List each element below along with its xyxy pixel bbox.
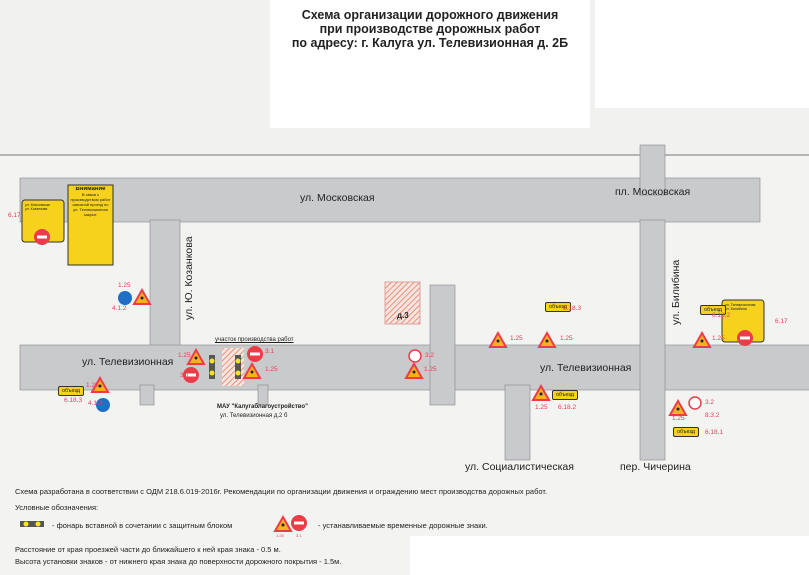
- no-traffic-sign-icon: [688, 396, 702, 410]
- sign-code: 1.25: [535, 404, 548, 411]
- legend-no-entry-icon: [291, 515, 307, 531]
- organization-address: ул. Телевизионная д.2 б: [220, 413, 288, 419]
- sign-code: 3.2: [705, 399, 715, 406]
- sign-code: 1.25: [672, 415, 685, 422]
- work-zone-label: участок производства работ: [215, 337, 294, 343]
- lamp-icon: [209, 355, 215, 379]
- distance-note: Расстояние от края проезжей части до бли…: [15, 545, 281, 554]
- detour-sign: объезд: [552, 390, 579, 400]
- notice-sign-text: Внимание В связи с производством работ с…: [70, 187, 111, 263]
- title-line-2: при производстве дорожных работ: [319, 22, 541, 36]
- scheme-right-code: 6.17: [775, 318, 788, 325]
- sign-code: 1.25: [178, 352, 191, 359]
- sign-code: 1.25: [424, 366, 437, 373]
- standard-note: Схема разработана в соответствии с ОДМ 2…: [15, 487, 548, 496]
- street-label-kozankova: ул. Ю. Козанкова: [183, 236, 195, 320]
- legend-title: Условные обозначения:: [15, 503, 99, 512]
- legend-lamp-icon: [20, 521, 44, 527]
- sign-code: 1.25: [118, 282, 131, 289]
- legend-lamp-text: - фонарь вставной в сочетании с защитным…: [52, 521, 233, 530]
- page-title: Схема организации дорожного движения при…: [270, 8, 590, 50]
- no-traffic-sign-icon: [408, 349, 422, 363]
- notice-sign: [67, 184, 114, 266]
- height-note: Высота установки знаков - от нижнего кра…: [15, 557, 342, 566]
- sign-code: 1.25: [560, 335, 573, 342]
- sign-code: 4.1.3: [88, 400, 103, 407]
- sign-code: 6.18.2: [558, 404, 577, 411]
- blank-area: [595, 0, 809, 108]
- notice-heading: Внимание: [75, 187, 106, 192]
- title-line-1: Схема организации дорожного движения: [301, 8, 559, 22]
- sign-code: 4.1.2: [112, 305, 127, 312]
- turn-sign-icon: [96, 398, 110, 412]
- sign-code: 3.1: [265, 348, 275, 355]
- sign-code: 1.25: [265, 366, 278, 373]
- sign-code: 6.18.1: [705, 429, 724, 436]
- sign-code: 6.18.3: [563, 305, 582, 312]
- street-label-pl-moskovskaya: пл. Московская: [615, 186, 691, 198]
- sign-code: 1.25: [712, 335, 725, 342]
- no-entry-sign-icon: [247, 346, 263, 362]
- building-d3: [384, 281, 421, 325]
- organization-name: МАУ "Калугаблагоустройство": [217, 404, 308, 410]
- blank-area: [410, 536, 809, 575]
- building-label: д.3: [397, 311, 409, 320]
- street-label-socialisticheskaya: ул. Социалистическая: [465, 461, 574, 473]
- legend-signs-text: - устанавливаемые временные дорожные зна…: [318, 521, 488, 530]
- sign-code: 8.3.2: [705, 412, 720, 419]
- street-label-bilibina: ул. Билибина: [670, 259, 682, 325]
- title-background: [270, 0, 590, 128]
- sign-code: 3.2: [425, 352, 435, 359]
- notice-body: В связи с производством работ сквозной п…: [70, 192, 111, 217]
- title-line-3: по адресу: г. Калуга ул. Телевизионная д…: [291, 36, 569, 50]
- legend-code: 3.1: [296, 533, 302, 538]
- sign-code: 3.1: [180, 372, 190, 379]
- sign-code: 6.18.3: [64, 397, 83, 404]
- street-label-chicherina: пер. Чичерина: [620, 461, 691, 473]
- sign-code: 6.18.2: [712, 312, 731, 319]
- sign-code: 1.25: [510, 335, 523, 342]
- detour-sign: объезд: [58, 386, 85, 396]
- street-label-televizionnaya-right: ул. Телевизионная: [540, 362, 632, 374]
- legend-code: 1.25: [276, 533, 284, 538]
- scheme-left-code: 6.17: [8, 212, 21, 219]
- sign-code: 1.25: [86, 382, 99, 389]
- detour-sign: объезд: [700, 305, 727, 315]
- street-label-televizionnaya-left: ул. Телевизионная: [82, 356, 174, 368]
- turn-sign-icon: [118, 291, 132, 305]
- detour-sign: объезд: [545, 302, 572, 312]
- lamp-icon: [235, 355, 241, 379]
- street-label-moskovskaya: ул. Московская: [300, 192, 375, 204]
- detour-sign: объезд: [673, 427, 700, 437]
